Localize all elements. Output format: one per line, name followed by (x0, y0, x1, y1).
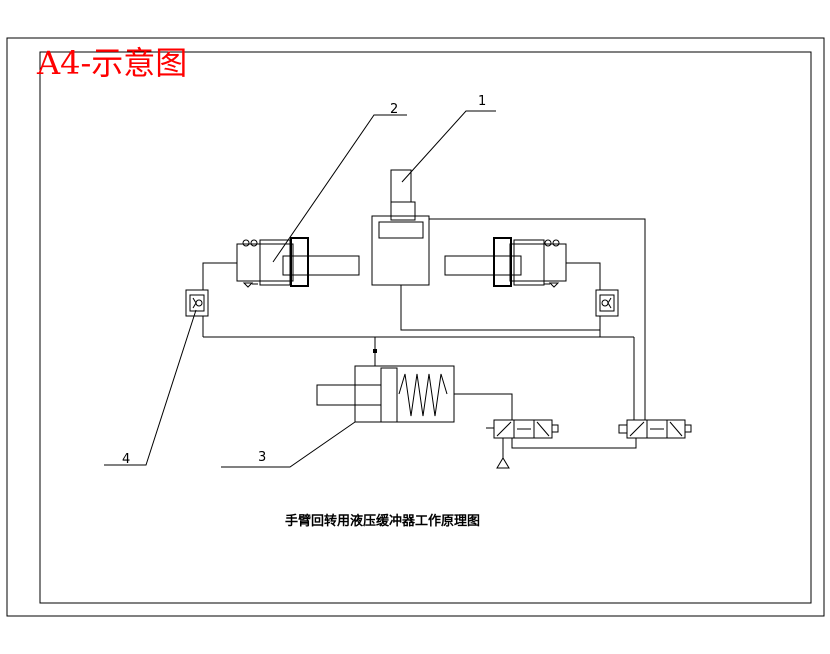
label-part-3: 3 (258, 450, 266, 465)
solenoid-valve-left (486, 419, 559, 439)
label-part-1: 1 (478, 94, 486, 109)
label-part-4: 4 (122, 452, 130, 467)
left-check-valve (185, 289, 209, 317)
inner-frame (39, 51, 812, 604)
label-part-2: 2 (390, 102, 398, 117)
diagram-caption: 手臂回转用液压缓冲器工作原理图 (285, 513, 480, 529)
leader-lines (104, 110, 496, 468)
control-valve (371, 169, 430, 286)
solenoid-valve-right (618, 419, 692, 439)
pipelines (202, 218, 646, 458)
pressure-source (496, 457, 510, 469)
outer-frame (6, 37, 825, 617)
hydraulic-buffer (316, 365, 455, 423)
sheet-title: A4-示意图 (36, 44, 187, 82)
right-check-valve (595, 289, 619, 317)
pipe-junction (373, 349, 377, 353)
right-hydraulic-cylinder (444, 237, 567, 288)
left-hydraulic-cylinder (236, 237, 360, 288)
